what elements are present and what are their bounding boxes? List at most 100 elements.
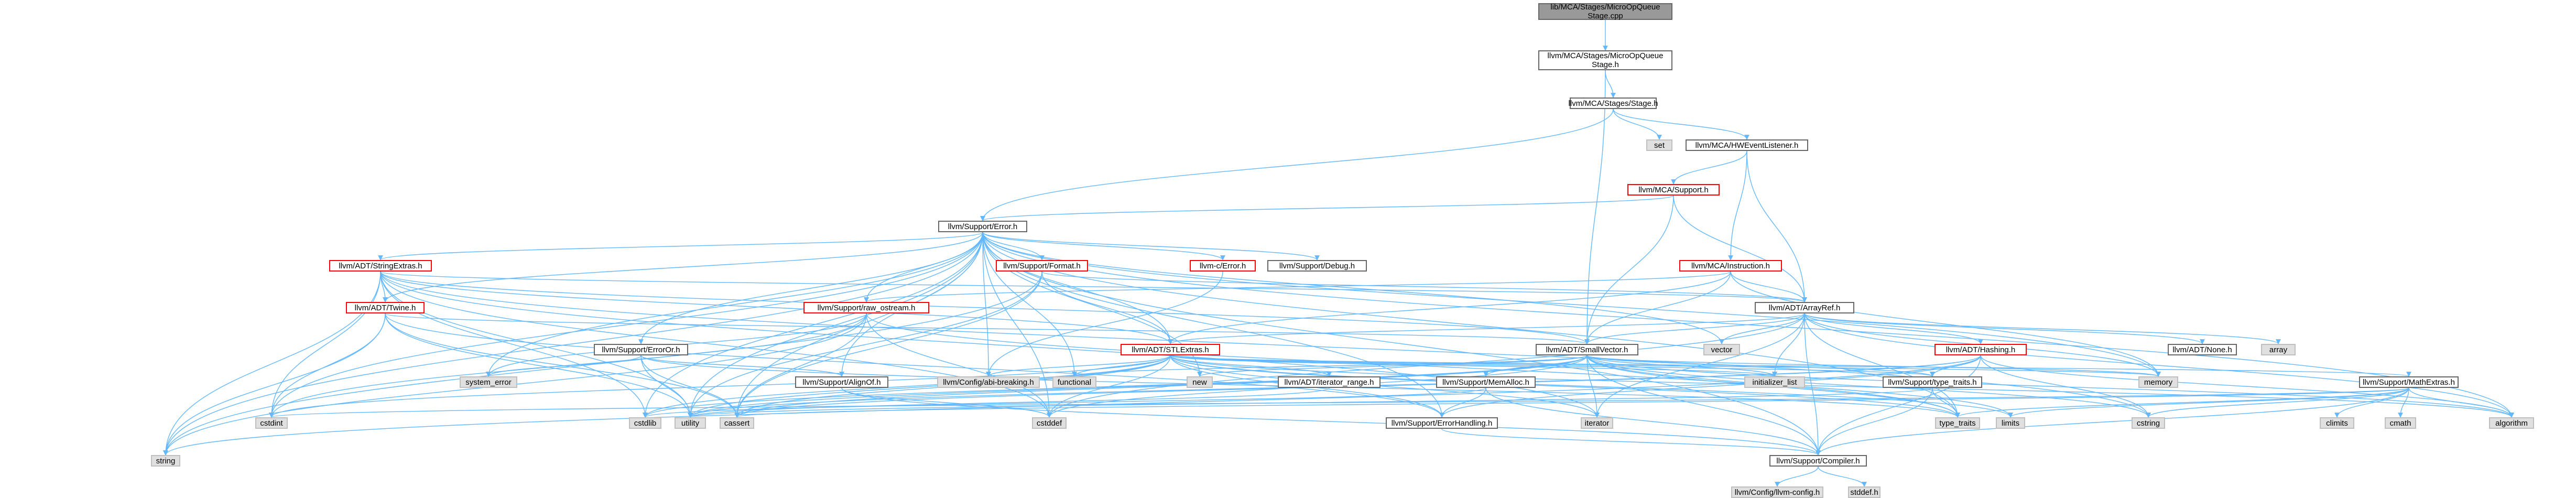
node-label: llvm/Support/type_traits.h: [1888, 377, 1977, 387]
node-mathext[interactable]: llvm/Support/MathExtras.h: [2359, 376, 2459, 388]
edge-strext-to-cstddef: [380, 271, 1052, 418]
node-functional: functional: [1052, 376, 1096, 388]
node-memory: memory: [2138, 376, 2178, 388]
node-cerr[interactable]: llvm-c/Error.h: [1190, 260, 1256, 272]
edge-error-to-syserr: [486, 232, 983, 377]
node-cstdlib: cstdlib: [629, 417, 661, 429]
node-arrref[interactable]: llvm/ADT/ArrayRef.h: [1755, 302, 1854, 313]
node-label: climits: [2326, 418, 2348, 428]
node-label: limits: [2001, 418, 2020, 428]
edge-aligncf-to-cstddef: [841, 387, 1052, 418]
edge-stage-to-hwel: [1613, 109, 1749, 140]
node-stage[interactable]: llvm/MCA/Stages/Stage.h: [1568, 98, 1658, 109]
edge-strext-to-cstdint: [269, 271, 381, 418]
edge-error-to-strext: [378, 232, 983, 261]
node-dbg[interactable]: llvm/Support/Debug.h: [1267, 260, 1367, 272]
edge-arrref-to-smallvec: [1584, 313, 1805, 344]
node-iterator: iterator: [1581, 417, 1613, 429]
edge-mathext-to-limits: [2008, 387, 2409, 418]
edge-mcasup-to-error: [980, 195, 1674, 221]
edge-hwel-to-arrref: [1746, 150, 1807, 302]
node-hwel[interactable]: llvm/MCA/HWEventListener.h: [1686, 139, 1808, 151]
edge-smallvec-to-cstring: [1586, 355, 2151, 418]
node-label: utility: [681, 418, 700, 428]
node-label: llvm/Support/MathExtras.h: [2363, 377, 2455, 387]
node-instr[interactable]: llvm/MCA/Instruction.h: [1679, 260, 1782, 272]
edge-mcasup-to-arrref: [1673, 195, 1807, 302]
node-label: cstddef: [1036, 418, 1062, 428]
edge-stlext-to-initlist: [1170, 355, 1777, 377]
node-label: system_error: [465, 377, 512, 387]
node-iterrange[interactable]: llvm/ADT/iterator_range.h: [1278, 376, 1381, 388]
node-rawos[interactable]: llvm/Support/raw_ostream.h: [803, 302, 929, 313]
edge-mathext-to-cstring: [2146, 387, 2409, 418]
edge-strext-to-stlext: [380, 271, 1173, 344]
node-error[interactable]: llvm/Support/Error.h: [938, 221, 1027, 232]
node-cmath: cmath: [2385, 417, 2416, 429]
node-new: new: [1187, 376, 1213, 388]
node-strext[interactable]: llvm/ADT/StringExtras.h: [329, 260, 432, 272]
node-label: llvm/ADT/Twine.h: [354, 303, 416, 312]
edge-stlext-to-memory: [1170, 355, 2161, 377]
node-label: llvm/Support/Error.h: [948, 222, 1018, 231]
node-typetraits-s[interactable]: llvm/Support/type_traits.h: [1883, 376, 1982, 388]
node-label: llvm/Support/Format.h: [1003, 261, 1081, 270]
node-label: llvm/MCA/Stages/Stage.h: [1568, 99, 1658, 108]
node-label: llvm/Support/ErrorOr.h: [602, 345, 680, 354]
node-label: llvm/ADT/iterator_range.h: [1284, 377, 1374, 387]
edge-errno-to-aligncf: [640, 355, 844, 377]
edge-rawos-to-cassert: [734, 313, 867, 418]
edge-arrref-to-array: [1804, 313, 2281, 344]
edge-rawos-to-cstddef: [866, 313, 1052, 418]
node-none[interactable]: llvm/ADT/None.h: [2168, 344, 2237, 355]
node-twine[interactable]: llvm/ADT/Twine.h: [346, 302, 425, 313]
edge-hashing-to-compiler: [1816, 355, 1981, 456]
edge-memalloc-to-cstdlib: [643, 387, 1486, 418]
edge-error-to-utility: [688, 232, 983, 418]
node-label: llvm/MCA/Support.h: [1638, 185, 1709, 194]
node-syserr: system_error: [460, 376, 517, 388]
node-memalloc[interactable]: llvm/Support/MemAlloc.h: [1436, 376, 1536, 388]
edge-stlext-to-typetraits: [1170, 355, 1960, 418]
node-hashing[interactable]: llvm/ADT/Hashing.h: [1934, 344, 2027, 355]
node-aligncf[interactable]: llvm/Support/AlignOf.h: [795, 376, 888, 388]
edge-stlext-to-algorithm: [1170, 355, 2514, 418]
node-label: llvm-c/Error.h: [1199, 261, 1246, 270]
node-label: llvm/ADT/None.h: [2172, 345, 2232, 354]
node-compiler[interactable]: llvm/Support/Compiler.h: [1769, 455, 1867, 467]
node-mcasup[interactable]: llvm/MCA/Support.h: [1627, 184, 1720, 196]
node-label: lib/MCA/Stages/MicroOpQueue: [1550, 3, 1660, 12]
edge-smallvec-to-memory: [1586, 355, 2161, 377]
node-stlext[interactable]: llvm/ADT/STLExtras.h: [1121, 344, 1220, 355]
node-label: array: [2269, 345, 2288, 354]
edge-memalloc-to-errhand: [1439, 387, 1486, 418]
node-fmt[interactable]: llvm/Support/Format.h: [996, 260, 1088, 272]
node-label: llvm/ADT/ArrayRef.h: [1768, 303, 1841, 312]
edge-mathext-to-cstdint: [269, 387, 2409, 418]
edge-error-to-cerr: [982, 232, 1225, 261]
node-errno[interactable]: llvm/Support/ErrorOr.h: [594, 344, 688, 355]
edge-mathext-to-cmath: [2398, 387, 2409, 418]
node-label: set: [1654, 140, 1665, 150]
node-smallvec[interactable]: llvm/ADT/SmallVector.h: [1536, 344, 1638, 355]
edge-stlext-to-mathext: [1170, 355, 2411, 377]
node-label: llvm/MCA/Stages/MicroOpQueue: [1547, 51, 1664, 60]
node-array: array: [2261, 344, 2296, 355]
edge-stage-to-set: [1613, 109, 1662, 140]
edge-strext-to-arrref: [380, 271, 1807, 302]
node-label: llvm/Support/ErrorHandling.h: [1391, 418, 1493, 428]
edge-instr-to-smallvec: [1584, 271, 1731, 344]
edge-arrref-to-compiler: [1804, 313, 1821, 456]
edge-smallvec-to-new: [1197, 355, 1588, 377]
node-errhand[interactable]: llvm/Support/ErrorHandling.h: [1386, 417, 1498, 429]
edge-hwel-to-mcasup: [1671, 150, 1747, 185]
edge-strext-to-utility: [380, 271, 693, 418]
dependency-edges: [163, 20, 2514, 487]
edge-mathext-to-climits: [2334, 387, 2409, 418]
edge-arrref-to-vector: [1719, 313, 1805, 344]
edge-arrref-to-typetraits: [1804, 313, 1960, 418]
node-label: llvm/ADT/SmallVector.h: [1546, 345, 1628, 354]
edge-smallvec-to-compiler: [1586, 355, 1821, 456]
